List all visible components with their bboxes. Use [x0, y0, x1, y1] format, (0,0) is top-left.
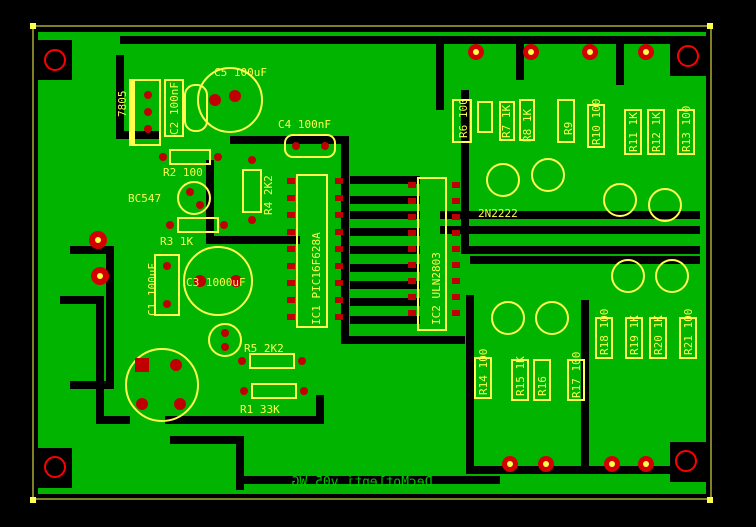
- mount-hole-br: [675, 450, 697, 472]
- bridge-outline: [125, 348, 199, 422]
- label-2n2222: 2N2222: [478, 207, 518, 220]
- label-c4: C4 100nF: [278, 118, 331, 131]
- label-r12: R12 1K: [650, 112, 663, 152]
- r3-outline: [177, 217, 219, 233]
- resistor-bank-bottom: [474, 317, 697, 401]
- c4-outline: [284, 134, 336, 158]
- label-r9: R9: [562, 122, 575, 135]
- copper-pour: [38, 32, 706, 494]
- r4-outline: [242, 169, 262, 213]
- label-r5: R5 2K2: [244, 342, 284, 355]
- label-r15: R15 1K: [514, 356, 527, 396]
- ic2-pins: [408, 182, 460, 316]
- isolation-traces: [60, 36, 706, 490]
- mounting-holes: [38, 36, 706, 488]
- mount-hole-tl: [44, 49, 66, 71]
- label-r19: R19 1K: [628, 315, 641, 355]
- label-r3: R3 1K: [160, 235, 193, 248]
- ic1-pins: [287, 178, 343, 320]
- r5-outline: [249, 353, 295, 369]
- c2-outline: [164, 79, 184, 137]
- output-pads-top: [468, 44, 654, 60]
- c3-outline: [183, 246, 253, 316]
- board-title: DecMotlenti v05 WG: [291, 475, 432, 490]
- bc547-outline: [177, 181, 211, 215]
- label-r6: R6 100: [457, 98, 470, 138]
- label-r20: R20 1K: [652, 315, 665, 355]
- label-c5: C5 100uF: [214, 66, 267, 79]
- label-ic2: IC2 ULN2803: [430, 252, 443, 325]
- label-r11: R11 1K: [627, 112, 640, 152]
- c1-outline: [154, 254, 180, 316]
- label-bc547: BC547: [128, 192, 161, 205]
- regulator-7805: [129, 79, 161, 146]
- label-7805: 7805: [116, 91, 129, 118]
- resistor-bank-top: [452, 99, 695, 155]
- transistors-top: [486, 158, 682, 222]
- label-r13: R13 100: [680, 106, 693, 152]
- label-c2: C2 100nF: [168, 82, 181, 135]
- label-ic1: IC1 PIC16F628A: [310, 232, 323, 325]
- label-r18: R18 100: [598, 309, 611, 355]
- label-r2: R2 100: [163, 166, 203, 179]
- label-r21: R21 100: [682, 309, 695, 355]
- label-c3: C3 1000uF: [186, 276, 246, 289]
- output-pads-bottom: [502, 456, 654, 472]
- transistors-bottom: [491, 259, 689, 335]
- c5-outline: [197, 67, 263, 133]
- mount-hole-bl: [44, 456, 66, 478]
- component-round: [208, 323, 242, 357]
- label-r7: R7 1K: [500, 105, 513, 138]
- label-r10: R10 100: [590, 99, 603, 145]
- label-c1: C1 100uF: [146, 263, 159, 316]
- r2-outline: [169, 149, 211, 165]
- label-r1: R1 33K: [240, 403, 280, 416]
- label-r14: R14 100: [477, 349, 490, 395]
- label-r16: R16: [536, 376, 549, 396]
- r1-outline: [251, 383, 297, 399]
- label-r8: R8 1K: [521, 109, 534, 142]
- label-r17: R17 100: [570, 352, 583, 398]
- cap-small: [184, 84, 208, 132]
- label-r4: R4 2K2: [262, 175, 275, 215]
- ic2-outline: [417, 177, 447, 331]
- ic1-outline: [296, 174, 328, 328]
- mount-hole-tr: [677, 45, 699, 67]
